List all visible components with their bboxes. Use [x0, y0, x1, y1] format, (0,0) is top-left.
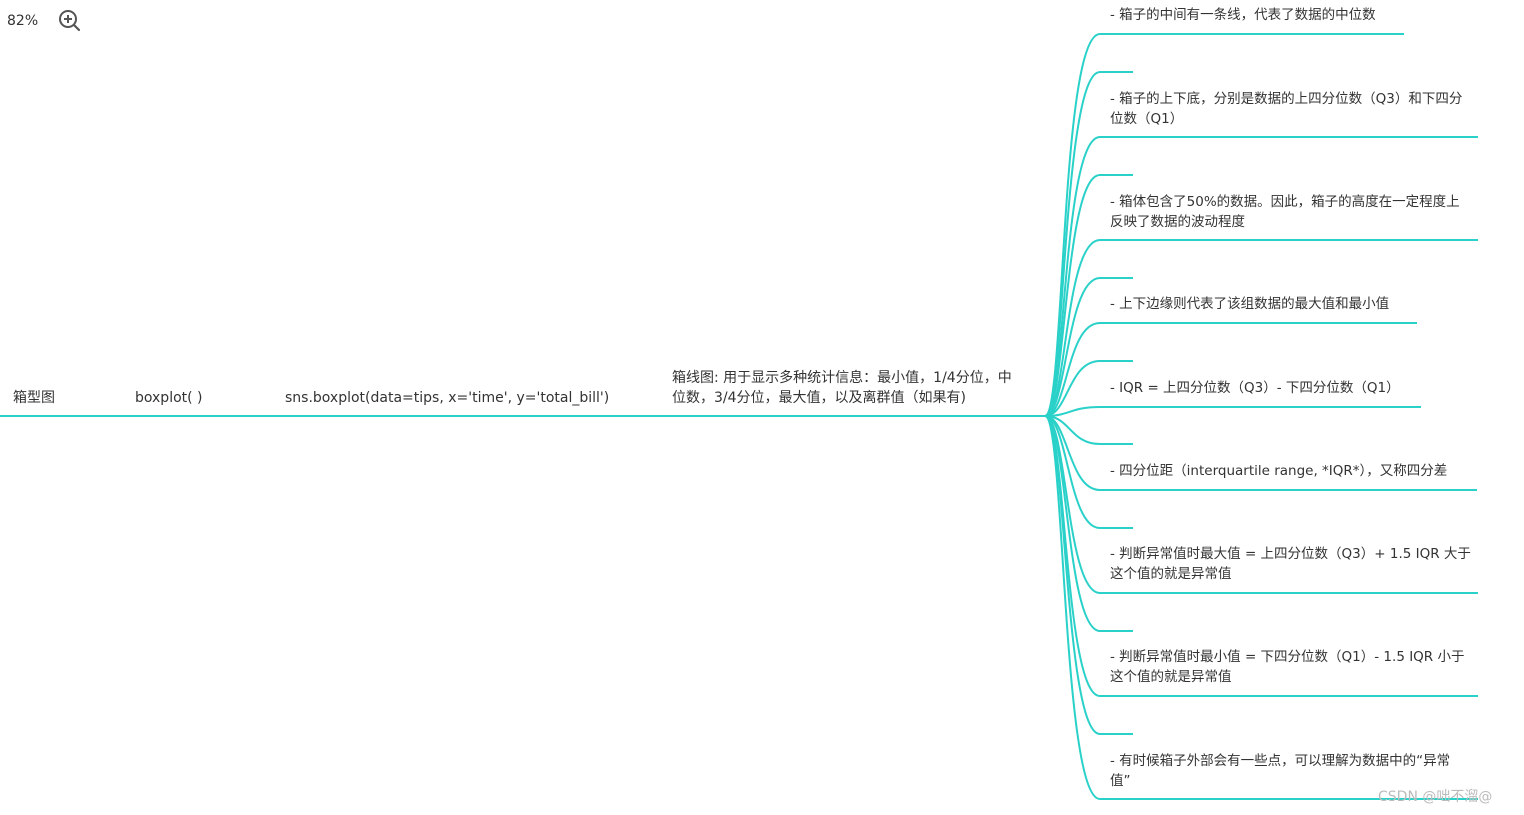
zoom-in-icon — [59, 10, 81, 32]
branch-note-7b — [1044, 415, 1133, 632]
branch-note-5b — [1044, 415, 1133, 445]
zoom-in-button[interactable] — [57, 8, 81, 32]
note-label: - IQR = 上四分位数（Q3）- 下四分位数（Q1） — [1110, 380, 1400, 396]
branch-note-6b — [1044, 415, 1133, 529]
note-node-9[interactable]: - 有时候箱子外部会有一些点，可以理解为数据中的“异常值” — [1110, 751, 1470, 791]
note-label: - 箱体包含了50%的数据。因此，箱子的高度在一定程度上反映了数据的波动程度 — [1110, 194, 1460, 230]
zoom-level: 82% — [7, 13, 39, 29]
root-label: 箱型图 — [13, 390, 55, 406]
note-label: - 上下边缘则代表了该组数据的最大值和最小值 — [1110, 296, 1390, 312]
mindmap-example-node[interactable]: sns.boxplot(data=tips, x='time', y='tota… — [285, 388, 609, 408]
mindmap-root-node[interactable]: 箱型图 — [13, 388, 55, 408]
csdn-watermark: CSDN @咄不溜@ — [1378, 789, 1493, 805]
zoom-toolbar: 82% — [0, 0, 120, 40]
example-label: sns.boxplot(data=tips, x='time', y='tota… — [285, 390, 610, 406]
branch-note-2b — [1044, 174, 1133, 417]
function-label: boxplot( ) — [135, 390, 203, 406]
branch-note-3b — [1044, 277, 1133, 417]
mindmap-description-node[interactable]: 箱线图: 用于显示多种统计信息：最小值，1/4分位，中位数，3/4分位，最大值，… — [672, 368, 1022, 408]
branch-note-5 — [1044, 406, 1421, 417]
note-label: - 箱子的中间有一条线，代表了数据的中位数 — [1110, 7, 1376, 23]
description-label: 箱线图: 用于显示多种统计信息：最小值，1/4分位，中位数，3/4分位，最大值，… — [672, 370, 1012, 406]
note-node-7[interactable]: - 判断异常值时最大值 = 上四分位数（Q3）+ 1.5 IQR 大于这个值的就… — [1110, 544, 1472, 584]
branch-note-2 — [1044, 136, 1478, 417]
note-node-8[interactable]: - 判断异常值时最小值 = 下四分位数（Q1）- 1.5 IQR 小于这个值的就… — [1110, 647, 1472, 687]
note-label: - 判断异常值时最小值 = 下四分位数（Q1）- 1.5 IQR 小于这个值的就… — [1110, 649, 1465, 685]
branch-note-4 — [1044, 322, 1417, 417]
note-node-4[interactable]: - 上下边缘则代表了该组数据的最大值和最小值 — [1110, 294, 1470, 314]
mindmap-function-node[interactable]: boxplot( ) — [135, 388, 203, 408]
note-label: - 有时候箱子外部会有一些点，可以理解为数据中的“异常值” — [1110, 753, 1451, 789]
note-node-5[interactable]: - IQR = 上四分位数（Q3）- 下四分位数（Q1） — [1110, 378, 1470, 398]
note-label: - 四分位距（interquartile range, *IQR*），又称四分差 — [1110, 463, 1448, 479]
note-node-6[interactable]: - 四分位距（interquartile range, *IQR*），又称四分差 — [1110, 461, 1476, 481]
note-node-3[interactable]: - 箱体包含了50%的数据。因此，箱子的高度在一定程度上反映了数据的波动程度 — [1110, 192, 1472, 232]
note-label: - 箱子的上下底，分别是数据的上四分位数（Q3）和下四分位数（Q1） — [1110, 91, 1463, 127]
branch-note-8b — [1044, 415, 1133, 735]
note-node-2[interactable]: - 箱子的上下底，分别是数据的上四分位数（Q3）和下四分位数（Q1） — [1110, 89, 1470, 129]
branch-note-4b — [1044, 360, 1133, 417]
branch-note-1b — [1044, 71, 1133, 417]
note-node-1[interactable]: - 箱子的中间有一条线，代表了数据的中位数 — [1110, 5, 1470, 25]
note-label: - 判断异常值时最大值 = 上四分位数（Q3）+ 1.5 IQR 大于这个值的就… — [1110, 546, 1471, 582]
branch-note-3 — [1044, 239, 1478, 417]
branch-note-9 — [1044, 415, 1478, 800]
